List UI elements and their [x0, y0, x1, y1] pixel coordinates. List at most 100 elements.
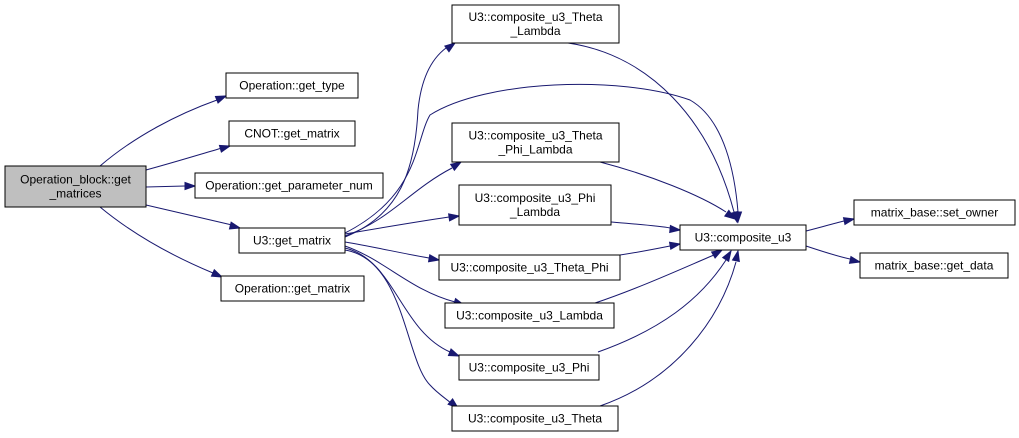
edge-line [145, 147, 223, 171]
arrowhead-icon [668, 241, 682, 250]
edge-u3-composite-u3-to-matrix-base-set-owner [805, 217, 856, 232]
node-op-get-matrix[interactable]: Operation::get_matrix [220, 275, 365, 302]
node-label-line: matrix_base::set_owner [871, 206, 998, 220]
edge-line [145, 185, 186, 188]
node-label-line: U3::get_matrix [253, 234, 331, 248]
arrowhead-icon [444, 42, 457, 53]
arrowhead-icon [710, 249, 724, 259]
edge-u3-get-matrix-to-u3-composite-theta-phi [344, 241, 441, 263]
node-label-line: U3::composite_u3_Theta [468, 10, 602, 24]
edge-line [344, 247, 451, 353]
node-box [451, 405, 619, 432]
node-box [451, 4, 620, 44]
arrowhead-icon [448, 213, 461, 222]
node-box [220, 275, 365, 302]
arrowhead-icon [842, 217, 856, 226]
node-label-line: CNOT::get_matrix [244, 127, 339, 141]
node-label-line: _Lambda [509, 24, 560, 38]
edge-line [344, 216, 450, 235]
edges-layer [99, 42, 862, 409]
edge-line [344, 249, 453, 405]
node-box [451, 122, 620, 163]
edge-op-block-get-matrices-to-u3-get-matrix [145, 204, 242, 230]
node-label-line: _matrices [48, 187, 101, 201]
edge-u3-composite-theta-phi-lambda-to-u3-composite-u3 [599, 161, 737, 220]
node-u3-get-matrix[interactable]: U3::get_matrix [238, 227, 346, 254]
node-op-get-parameter-num[interactable]: Operation::get_parameter_num [194, 172, 384, 199]
node-matrix-base-set-owner[interactable]: matrix_base::set_owner [853, 199, 1016, 226]
edge-line [619, 245, 671, 256]
node-label-line: U3::composite_u3_Lambda [456, 309, 603, 323]
arrowhead-icon [449, 161, 463, 172]
edge-line [594, 254, 715, 304]
node-u3-composite-phi-lambda[interactable]: U3::composite_u3_Phi_Lambda [458, 184, 612, 226]
node-label-line: U3::composite_u3_Phi [469, 361, 590, 375]
node-box [458, 184, 612, 226]
node-box [194, 172, 384, 199]
edge-line [99, 99, 218, 167]
node-box [438, 254, 621, 281]
edge-u3-composite-lambda-to-u3-composite-u3 [594, 249, 724, 304]
edge-line [599, 261, 737, 407]
node-label-line: U3::composite_u3_Phi [475, 191, 596, 205]
edge-u3-composite-theta-phi-to-u3-composite-u3 [619, 241, 682, 256]
edge-u3-composite-u3-to-matrix-base-get-data [805, 245, 862, 264]
nodes-layer: Operation_block::get_matricesOperation::… [4, 4, 1016, 432]
arrowhead-icon [184, 181, 197, 191]
node-label-line: U3::composite_u3 [695, 231, 792, 245]
edge-u3-composite-theta-to-u3-composite-u3 [599, 249, 740, 407]
node-label-line: U3::composite_u3_Theta [468, 412, 602, 426]
edge-line [567, 42, 735, 213]
node-label-line: Operation::get_parameter_num [205, 179, 372, 193]
arrowhead-icon [669, 224, 682, 234]
arrowhead-icon [731, 249, 740, 263]
node-box [679, 224, 807, 251]
node-label-line: U3::composite_u3_Theta_Phi [450, 261, 608, 275]
node-label-line: Operation::get_matrix [235, 282, 350, 296]
node-op-block-get-matrices[interactable]: Operation_block::get_matrices [4, 165, 147, 208]
node-label-line: Operation::get_type [239, 79, 345, 93]
node-u3-composite-phi[interactable]: U3::composite_u3_Phi [458, 354, 600, 381]
node-u3-composite-lambda[interactable]: U3::composite_u3_Lambda [444, 302, 615, 329]
node-u3-composite-theta-phi-lambda[interactable]: U3::composite_u3_Theta_Phi_Lambda [451, 122, 620, 163]
edge-line [597, 259, 727, 353]
node-u3-composite-u3[interactable]: U3::composite_u3 [679, 224, 807, 251]
node-box [238, 227, 346, 254]
node-label-line: Operation_block::get [20, 173, 131, 187]
node-box [4, 165, 147, 208]
arrowhead-icon [723, 209, 737, 220]
node-u3-composite-theta-phi[interactable]: U3::composite_u3_Theta_Phi [438, 254, 621, 281]
node-box [225, 72, 359, 99]
edge-u3-composite-phi-lambda-to-u3-composite-u3 [610, 221, 682, 234]
edge-line [805, 220, 845, 232]
edge-u3-composite-theta-lambda-to-u3-composite-u3 [567, 42, 739, 224]
node-box [458, 354, 600, 381]
edge-op-block-get-matrices-to-op-get-parameter-num [145, 181, 197, 191]
node-op-get-type[interactable]: Operation::get_type [225, 72, 359, 99]
arrowhead-icon [214, 95, 228, 104]
node-u3-composite-theta-lambda[interactable]: U3::composite_u3_Theta_Lambda [451, 4, 620, 44]
arrowhead-icon [210, 268, 224, 278]
node-box [859, 252, 1009, 279]
edge-u3-get-matrix-to-u3-composite-phi [344, 247, 461, 357]
edge-u3-get-matrix-to-u3-composite-theta-phi-lambda [344, 161, 463, 237]
edge-u3-get-matrix-to-u3-composite-theta-lambda [344, 42, 457, 238]
edge-line [610, 221, 671, 229]
node-label-line: matrix_base::get_data [875, 259, 994, 273]
edge-line [805, 245, 851, 260]
arrowhead-icon [218, 144, 232, 153]
node-u3-composite-theta[interactable]: U3::composite_u3_Theta [451, 405, 619, 432]
edge-line [344, 241, 430, 259]
edge-line [344, 47, 447, 238]
arrowhead-icon [228, 221, 242, 230]
node-label-line: _Phi_Lambda [497, 143, 572, 157]
node-matrix-base-get-data[interactable]: matrix_base::get_data [859, 252, 1009, 279]
arrowhead-icon [848, 255, 862, 264]
edge-op-block-get-matrices-to-op-get-matrix [99, 206, 224, 278]
node-box [444, 302, 615, 329]
node-box [228, 120, 356, 147]
edge-line [145, 204, 233, 226]
node-cnot-get-matrix[interactable]: CNOT::get_matrix [228, 120, 356, 147]
edge-u3-composite-phi-to-u3-composite-u3 [597, 249, 732, 353]
